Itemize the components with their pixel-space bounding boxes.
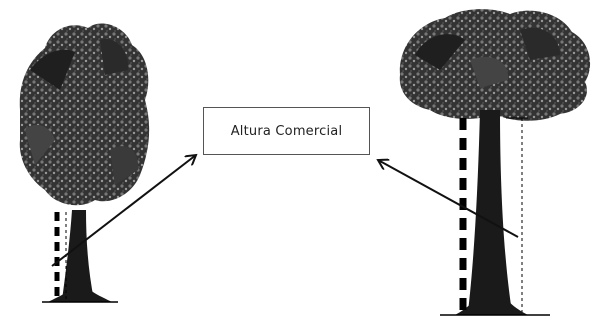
right-arrow: [378, 160, 519, 238]
label-box: Altura Comercial: [203, 107, 370, 155]
left-tree-roots: [48, 285, 112, 302]
right-tree-trunk: [468, 110, 512, 312]
left-tree: [19, 23, 150, 303]
label-text: Altura Comercial: [230, 123, 343, 139]
left-arrow: [51, 155, 196, 267]
left-tree-crown: [19, 23, 150, 206]
right-tree-roots: [455, 292, 528, 315]
right-tree-crown: [399, 9, 591, 121]
right-tree: [399, 9, 591, 316]
left-tree-trunk: [62, 210, 94, 300]
